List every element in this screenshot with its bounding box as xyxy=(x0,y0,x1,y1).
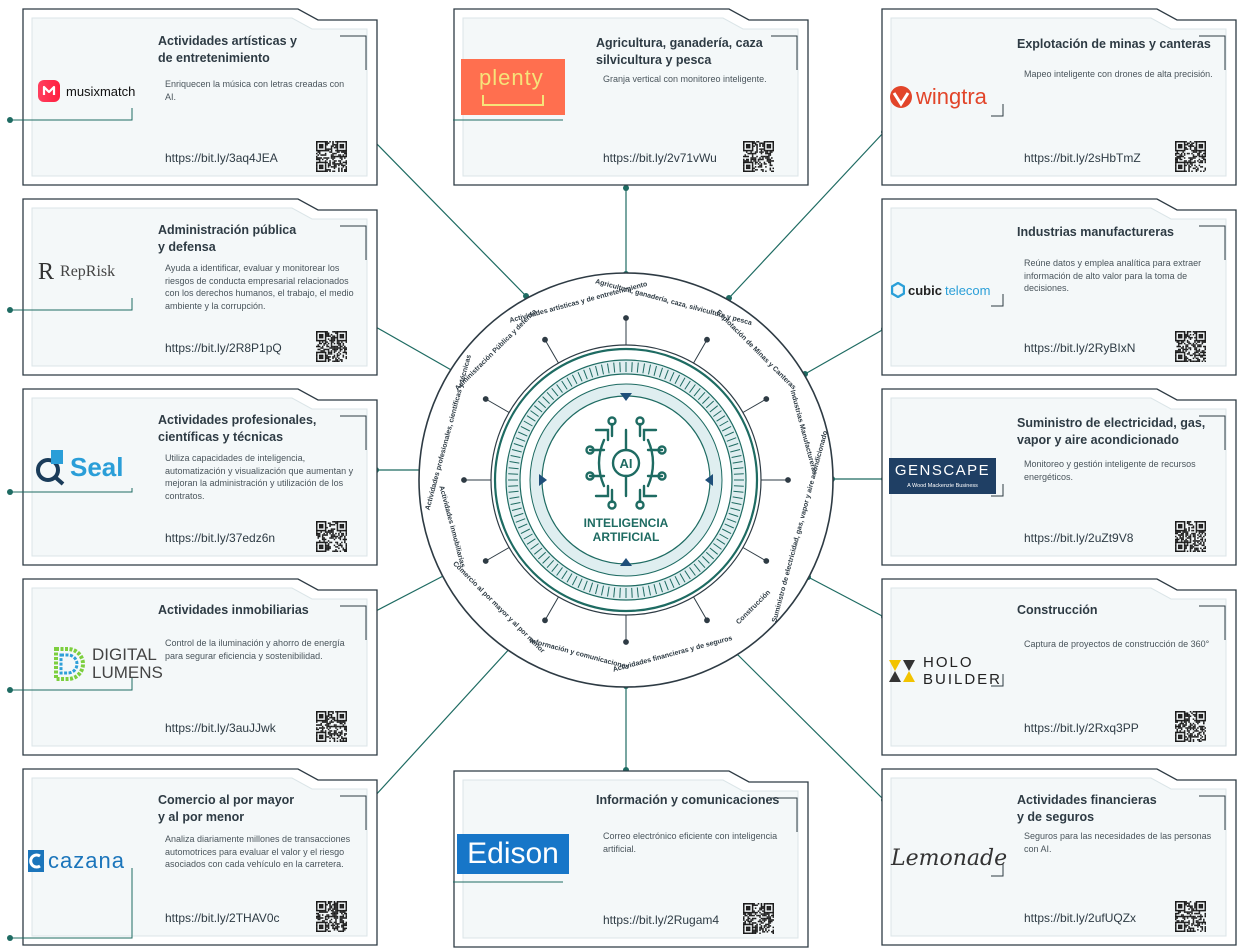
qr-code-icon[interactable] xyxy=(1175,521,1207,553)
card-electricidad: GENSCAPE A Wood Mackenzie Business Sumini… xyxy=(881,388,1237,566)
card-description: Granja vertical con monitoreo inteligent… xyxy=(603,74,767,84)
card-description: Enriquecen la música con letras creadas … xyxy=(165,79,345,102)
card-url-link[interactable]: https://bit.ly/2R8P1pQ xyxy=(165,341,282,355)
card-comercio: cazana Comercio al por mayor y al por men… xyxy=(7,768,378,946)
direction-arrows xyxy=(539,393,713,566)
card-description: Analiza diariamente millones de transacc… xyxy=(165,834,351,869)
card-title: Agricultura, ganadería, caza silvicultur… xyxy=(596,36,763,67)
qr-code-icon[interactable] xyxy=(743,141,775,173)
qr-code-icon[interactable] xyxy=(1175,901,1207,933)
center-title-line2: ARTIFICIAL xyxy=(593,530,660,544)
qr-code-icon[interactable] xyxy=(1175,141,1207,173)
qr-code-icon[interactable] xyxy=(316,331,348,363)
center-title-line1: INTELIGENCIA xyxy=(584,516,669,530)
qr-code-icon[interactable] xyxy=(316,711,348,743)
card-url-link[interactable]: https://bit.ly/3aq4JEA xyxy=(165,151,278,165)
card-url-link[interactable]: https://bit.ly/37edz6n xyxy=(165,531,276,545)
qr-code-icon[interactable] xyxy=(743,903,775,935)
lemonade-logo: Lemonade xyxy=(891,846,1008,871)
wingtra-logo: wingtra xyxy=(889,84,987,110)
card-title: Actividades artísticas y de entretenimie… xyxy=(158,34,297,65)
card-agricultura: plenty Agricultura, ganadería, caza silvi… xyxy=(453,8,809,186)
card-description: Control de la iluminación y ahorro de en… xyxy=(165,638,345,661)
qr-code-icon[interactable] xyxy=(1175,331,1207,363)
qr-code-icon[interactable] xyxy=(1175,711,1207,743)
card-artisticas: musixmatch Actividades artísticas y de en… xyxy=(7,8,378,186)
card-url-link[interactable]: https://bit.ly/3auJJwk xyxy=(165,721,276,735)
ai-chip-icon xyxy=(585,416,667,510)
card-url-link[interactable]: https://bit.ly/2Rugam4 xyxy=(603,913,720,927)
card-description: Utiliza capacidades de inteligencia, aut… xyxy=(165,453,354,501)
card-url-link[interactable]: https://bit.ly/2THAV0c xyxy=(165,911,280,925)
card-description: Correo electrónico eficiente con intelig… xyxy=(603,831,778,854)
musixmatch-logo: musixmatch xyxy=(38,80,135,102)
genscape-logo: GENSCAPE A Wood Mackenzie Business xyxy=(889,458,996,494)
qr-code-icon[interactable] xyxy=(316,521,348,553)
card-description: Monitoreo y gestión inteligente de recur… xyxy=(1024,459,1196,482)
card-url-link[interactable]: https://bit.ly/2RyBIxN xyxy=(1024,341,1136,355)
seal-logo: Seal xyxy=(34,448,124,486)
card-url-link[interactable]: https://bit.ly/2ufUQZx xyxy=(1024,911,1137,925)
card-title: Suministro de electricidad, gas, vapor y… xyxy=(1017,416,1206,447)
card-description: Mapeo inteligente con drones de alta pre… xyxy=(1024,69,1213,79)
cazana-logo: cazana xyxy=(28,848,125,874)
card-title: Construcción xyxy=(1017,603,1098,617)
card-title: Administración pública y defensa xyxy=(158,223,297,254)
card-url-link[interactable]: https://bit.ly/2v71vWu xyxy=(603,151,717,165)
card-financieras: Lemonade Actividades financieras y de seg… xyxy=(881,768,1237,946)
qr-code-icon[interactable] xyxy=(316,901,348,933)
card-title: Información y comunicaciones xyxy=(596,793,780,807)
card-url-link[interactable]: https://bit.ly/2uZt9V8 xyxy=(1024,531,1134,545)
plenty-logo: plenty xyxy=(461,59,565,115)
qr-code-icon[interactable] xyxy=(316,141,348,173)
card-title: Comercio al por mayor y al por menor xyxy=(158,793,295,824)
ai-badge: AI xyxy=(620,456,633,471)
card-title: Industrias manufactureras xyxy=(1017,225,1174,239)
card-url-link[interactable]: https://bit.ly/2sHbTmZ xyxy=(1024,151,1141,165)
card-title: Actividades financieras y de seguros xyxy=(1017,793,1157,824)
card-description: Seguros para las necesidades de las pers… xyxy=(1024,831,1212,854)
card-title: Actividades profesionales, científicas y… xyxy=(158,413,317,444)
card-description: Reúne datos y emplea analítica para extr… xyxy=(1024,258,1202,293)
edison-logo: Edison xyxy=(457,834,569,874)
card-description: Ayuda a identificar, evaluar y monitorea… xyxy=(165,263,354,311)
card-url-link[interactable]: https://bit.ly/2Rxq3PP xyxy=(1024,721,1139,735)
card-title: Actividades inmobiliarias xyxy=(158,603,309,617)
card-profesionales: Seal Actividades profesionales, científic… xyxy=(7,388,378,566)
card-title: Explotación de minas y canteras xyxy=(1017,37,1211,51)
card-description: Captura de proyectos de construcción de … xyxy=(1024,639,1210,649)
